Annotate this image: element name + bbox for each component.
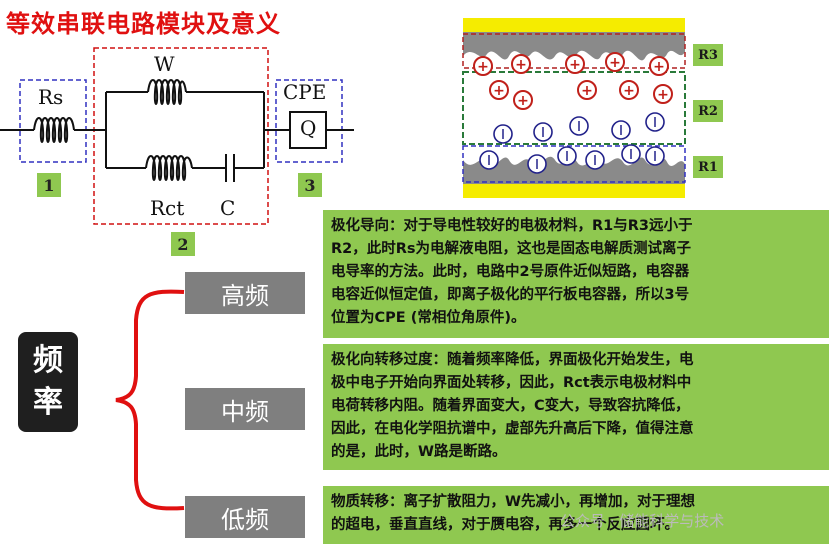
high-frequency-label: 高频 xyxy=(185,272,305,314)
plus-ion xyxy=(649,56,669,76)
r3-label: R3 xyxy=(693,44,723,66)
svg-text:+: + xyxy=(569,57,581,73)
svg-text:+: + xyxy=(515,57,527,73)
desc-line: 位置为CPE (常相位角原件)。 xyxy=(331,310,526,326)
svg-text:+: + xyxy=(653,59,665,75)
svg-text:+: + xyxy=(657,87,669,103)
module-3-number: 3 xyxy=(298,173,322,197)
plus-ion xyxy=(605,52,625,72)
r2-label: R2 xyxy=(693,100,723,122)
plus-ion xyxy=(577,80,597,100)
rct-resistor-coil xyxy=(145,155,193,181)
desc-line: 极化向转移过度：随着频率降低，界面极化开始发生，电 xyxy=(331,352,694,368)
bottom-rough-interface xyxy=(463,156,685,184)
frequency-char-1: 频 xyxy=(33,343,63,378)
interface-layer-diagram: +++ +++ ++++ xyxy=(462,18,686,198)
w-label: W xyxy=(154,52,175,76)
negative-ions xyxy=(479,112,665,174)
plus-ion xyxy=(473,56,493,76)
module-2-number: 2 xyxy=(171,232,195,256)
svg-text:+: + xyxy=(609,55,621,71)
svg-text:+: + xyxy=(477,59,489,75)
low-frequency-label: 低频 xyxy=(185,496,305,538)
svg-text:+: + xyxy=(623,83,635,99)
desc-line: 极化导向：对于导电性较好的电极材料，R1与R3远小于 xyxy=(331,218,693,234)
desc-line: 的是，此时，W路是断路。 xyxy=(331,444,507,460)
module-1-number: 1 xyxy=(37,173,61,197)
desc-line: 电荷转移内阻。随着界面变大，C变大，导致容抗降低， xyxy=(331,398,690,414)
mid-frequency-description: 极化向转移过度：随着频率降低，界面极化开始发生，电 极中电子开始向界面处转移，因… xyxy=(323,344,829,470)
w-warburg-coil xyxy=(147,79,187,105)
high-frequency-description: 极化导向：对于导电性较好的电极材料，R1与R3远小于 R2，此时Rs为电解液电阻… xyxy=(323,210,829,338)
cpe-q-box xyxy=(289,111,327,149)
svg-text:+: + xyxy=(517,93,529,109)
desc-line: 的超电，垂直直线，对于赝电容，再多一个反应圆坏。 xyxy=(331,517,679,533)
q-label: Q xyxy=(300,116,317,140)
mid-frequency-label: 中频 xyxy=(185,388,305,430)
cpe-label: CPE xyxy=(283,80,327,104)
desc-line: R2，此时Rs为电解液电阻，这也是固态电解质测试离子 xyxy=(331,241,692,257)
plus-ion xyxy=(565,54,585,74)
module-1-box xyxy=(19,79,87,163)
equivalent-circuit xyxy=(0,47,354,225)
plus-ion xyxy=(653,84,673,104)
rs-label: Rs xyxy=(38,85,64,109)
plus-ion xyxy=(619,80,639,100)
r1-region-box xyxy=(462,145,686,183)
desc-line: 因此，在电化学阻抗谱中，虚部先升高后下降，值得注意 xyxy=(331,421,694,437)
desc-line: 极中电子开始向界面处转移，因此，Rct表示电极材料中 xyxy=(331,375,692,391)
module-2-box xyxy=(93,47,269,225)
bottom-electrode xyxy=(463,184,685,198)
c-label: C xyxy=(220,196,236,220)
top-rough-interface xyxy=(463,32,685,61)
plus-ion xyxy=(511,54,531,74)
frequency-label: 频 率 xyxy=(18,332,78,432)
desc-line: 电导率的方法。此时，电路中2号原件近似短路，电容器 xyxy=(331,264,690,280)
rs-resistor-coil xyxy=(33,117,75,143)
watermark: 公众号 · 储能科学与技术 xyxy=(560,512,725,530)
module-3-box xyxy=(275,79,343,163)
plus-ion xyxy=(513,90,533,110)
page-title: 等效串联电路模块及意义 xyxy=(6,10,281,38)
frequency-brace xyxy=(115,289,185,511)
svg-text:+: + xyxy=(493,83,505,99)
svg-text:+: + xyxy=(581,83,593,99)
positive-ions xyxy=(473,52,673,110)
rct-label: Rct xyxy=(150,196,185,220)
plus-ion xyxy=(489,80,509,100)
frequency-char-2: 率 xyxy=(33,385,63,420)
r1-label: R1 xyxy=(693,156,723,178)
desc-line: 物质转移：离子扩散阻力，W先减小，再增加，对于理想 xyxy=(331,494,695,510)
low-frequency-description: 物质转移：离子扩散阻力，W先减小，再增加，对于理想 的超电，垂直直线，对于赝电容… xyxy=(323,486,829,544)
desc-line: 电容近似恒定值，即离子极化的平行板电容器，所以3号 xyxy=(331,287,690,303)
top-electrode xyxy=(463,18,685,32)
